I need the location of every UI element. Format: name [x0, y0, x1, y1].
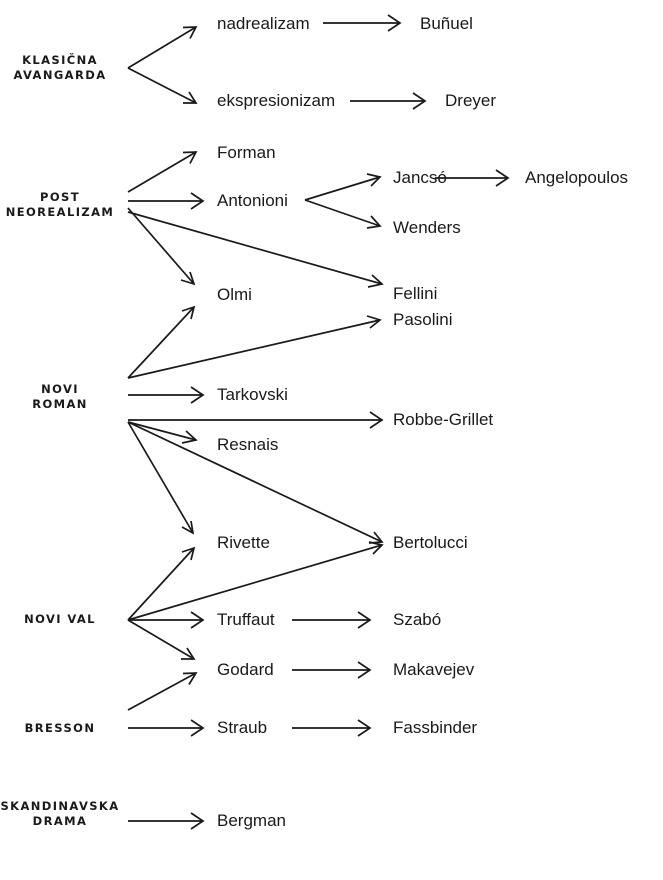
node-rivette: Rivette — [217, 533, 270, 552]
group-line: NOVI — [41, 382, 79, 396]
group-line: KLASIČNA — [22, 53, 98, 67]
group-line: SKANDINAVSKA — [0, 799, 120, 813]
group-post-neorealizam: POST NEOREALIZAM — [0, 190, 120, 220]
arrow-neorealizam-to-forman — [127, 151, 198, 193]
arrow-roman-to-pasolini — [127, 315, 382, 379]
group-novi-val: NOVI VAL — [0, 612, 120, 627]
node-bertolucci: Bertolucci — [393, 533, 468, 552]
node-fellini: Fellini — [393, 284, 438, 303]
arrow-bresson-to-straub — [128, 719, 205, 737]
node-antonioni: Antonioni — [217, 191, 288, 210]
arrow-straub-to-fassbinder — [292, 719, 372, 737]
node-robbe-grillet: Robbe-Grillet — [393, 410, 494, 429]
arrow-avangarda-to-ekspresionizam — [127, 67, 198, 104]
arrow-truffaut-to-szabo — [292, 611, 372, 629]
node-straub: Straub — [217, 718, 268, 737]
group-line: NOVI VAL — [24, 612, 96, 626]
node-makavejev: Makavejev — [393, 660, 475, 679]
node-olmi: Olmi — [217, 285, 252, 304]
group-line: NEOREALIZAM — [5, 205, 115, 219]
node-godard: Godard — [217, 660, 274, 679]
arrow-roman-to-olmi — [127, 305, 196, 379]
group-line: BRESSON — [24, 721, 96, 735]
arrow-godard-to-makavejev — [292, 661, 372, 679]
group-line: POST — [40, 190, 80, 204]
arrow-roman-to-rivette — [127, 421, 195, 535]
arrow-ekspresionizam-to-dreyer — [350, 92, 427, 110]
arrow-bresson-to-godard — [127, 672, 198, 711]
node-pasolini: Pasolini — [393, 310, 453, 329]
group-klasicna-avangarda: KLASIČNA AVANGARDA — [0, 53, 120, 83]
node-truffaut: Truffaut — [217, 610, 275, 629]
arrow-antonioni-to-jancso — [304, 173, 382, 201]
node-resnais: Resnais — [217, 435, 279, 454]
node-nadrealizam: nadrealizam — [217, 14, 310, 33]
arrow-drama-to-bergman — [128, 812, 205, 830]
group-skandinavska-drama: SKANDINAVSKA DRAMA — [0, 799, 120, 829]
arrow-val-to-rivette — [127, 546, 196, 621]
arrow-val-to-bertolucci — [127, 541, 384, 621]
node-jancso: Jancsó — [393, 168, 447, 187]
arrow-avangarda-to-nadrealizam — [127, 26, 198, 69]
arrow-nadrealizam-to-bunuel — [323, 14, 402, 32]
arrow-val-to-truffaut — [128, 611, 205, 629]
node-forman: Forman — [217, 143, 276, 162]
arrow-roman-to-tarkovski — [128, 386, 205, 404]
group-bresson: BRESSON — [0, 721, 120, 736]
group-line: DRAMA — [32, 814, 88, 828]
arrow-neorealizam-to-olmi — [127, 207, 196, 286]
arrow-neorealizam-to-fellini — [127, 211, 384, 288]
node-wenders: Wenders — [393, 218, 461, 237]
node-bergman: Bergman — [217, 811, 286, 830]
node-tarkovski: Tarkovski — [217, 385, 288, 404]
arrow-roman-to-bertolucci — [127, 421, 384, 544]
node-szabo: Szabó — [393, 610, 442, 629]
node-bunuel: Buñuel — [420, 14, 473, 33]
node-dreyer: Dreyer — [445, 91, 497, 110]
arrow-roman-to-resnais — [127, 421, 198, 444]
arrow-jancso-to-angelopoulos — [435, 169, 510, 187]
node-fassbinder: Fassbinder — [393, 718, 478, 737]
node-ekspresionizam: ekspresionizam — [217, 91, 336, 110]
node-angelopoulos: Angelopoulos — [525, 168, 629, 187]
arrow-val-to-godard — [127, 619, 196, 660]
arrow-roman-to-robbe-grillet — [128, 411, 384, 429]
group-line: ROMAN — [32, 397, 88, 411]
group-line: AVANGARDA — [13, 68, 107, 82]
arrow-neorealizam-to-antonioni — [128, 192, 205, 210]
group-novi-roman: NOVI ROMAN — [0, 382, 120, 412]
arrow-antonioni-to-wenders — [304, 199, 382, 229]
